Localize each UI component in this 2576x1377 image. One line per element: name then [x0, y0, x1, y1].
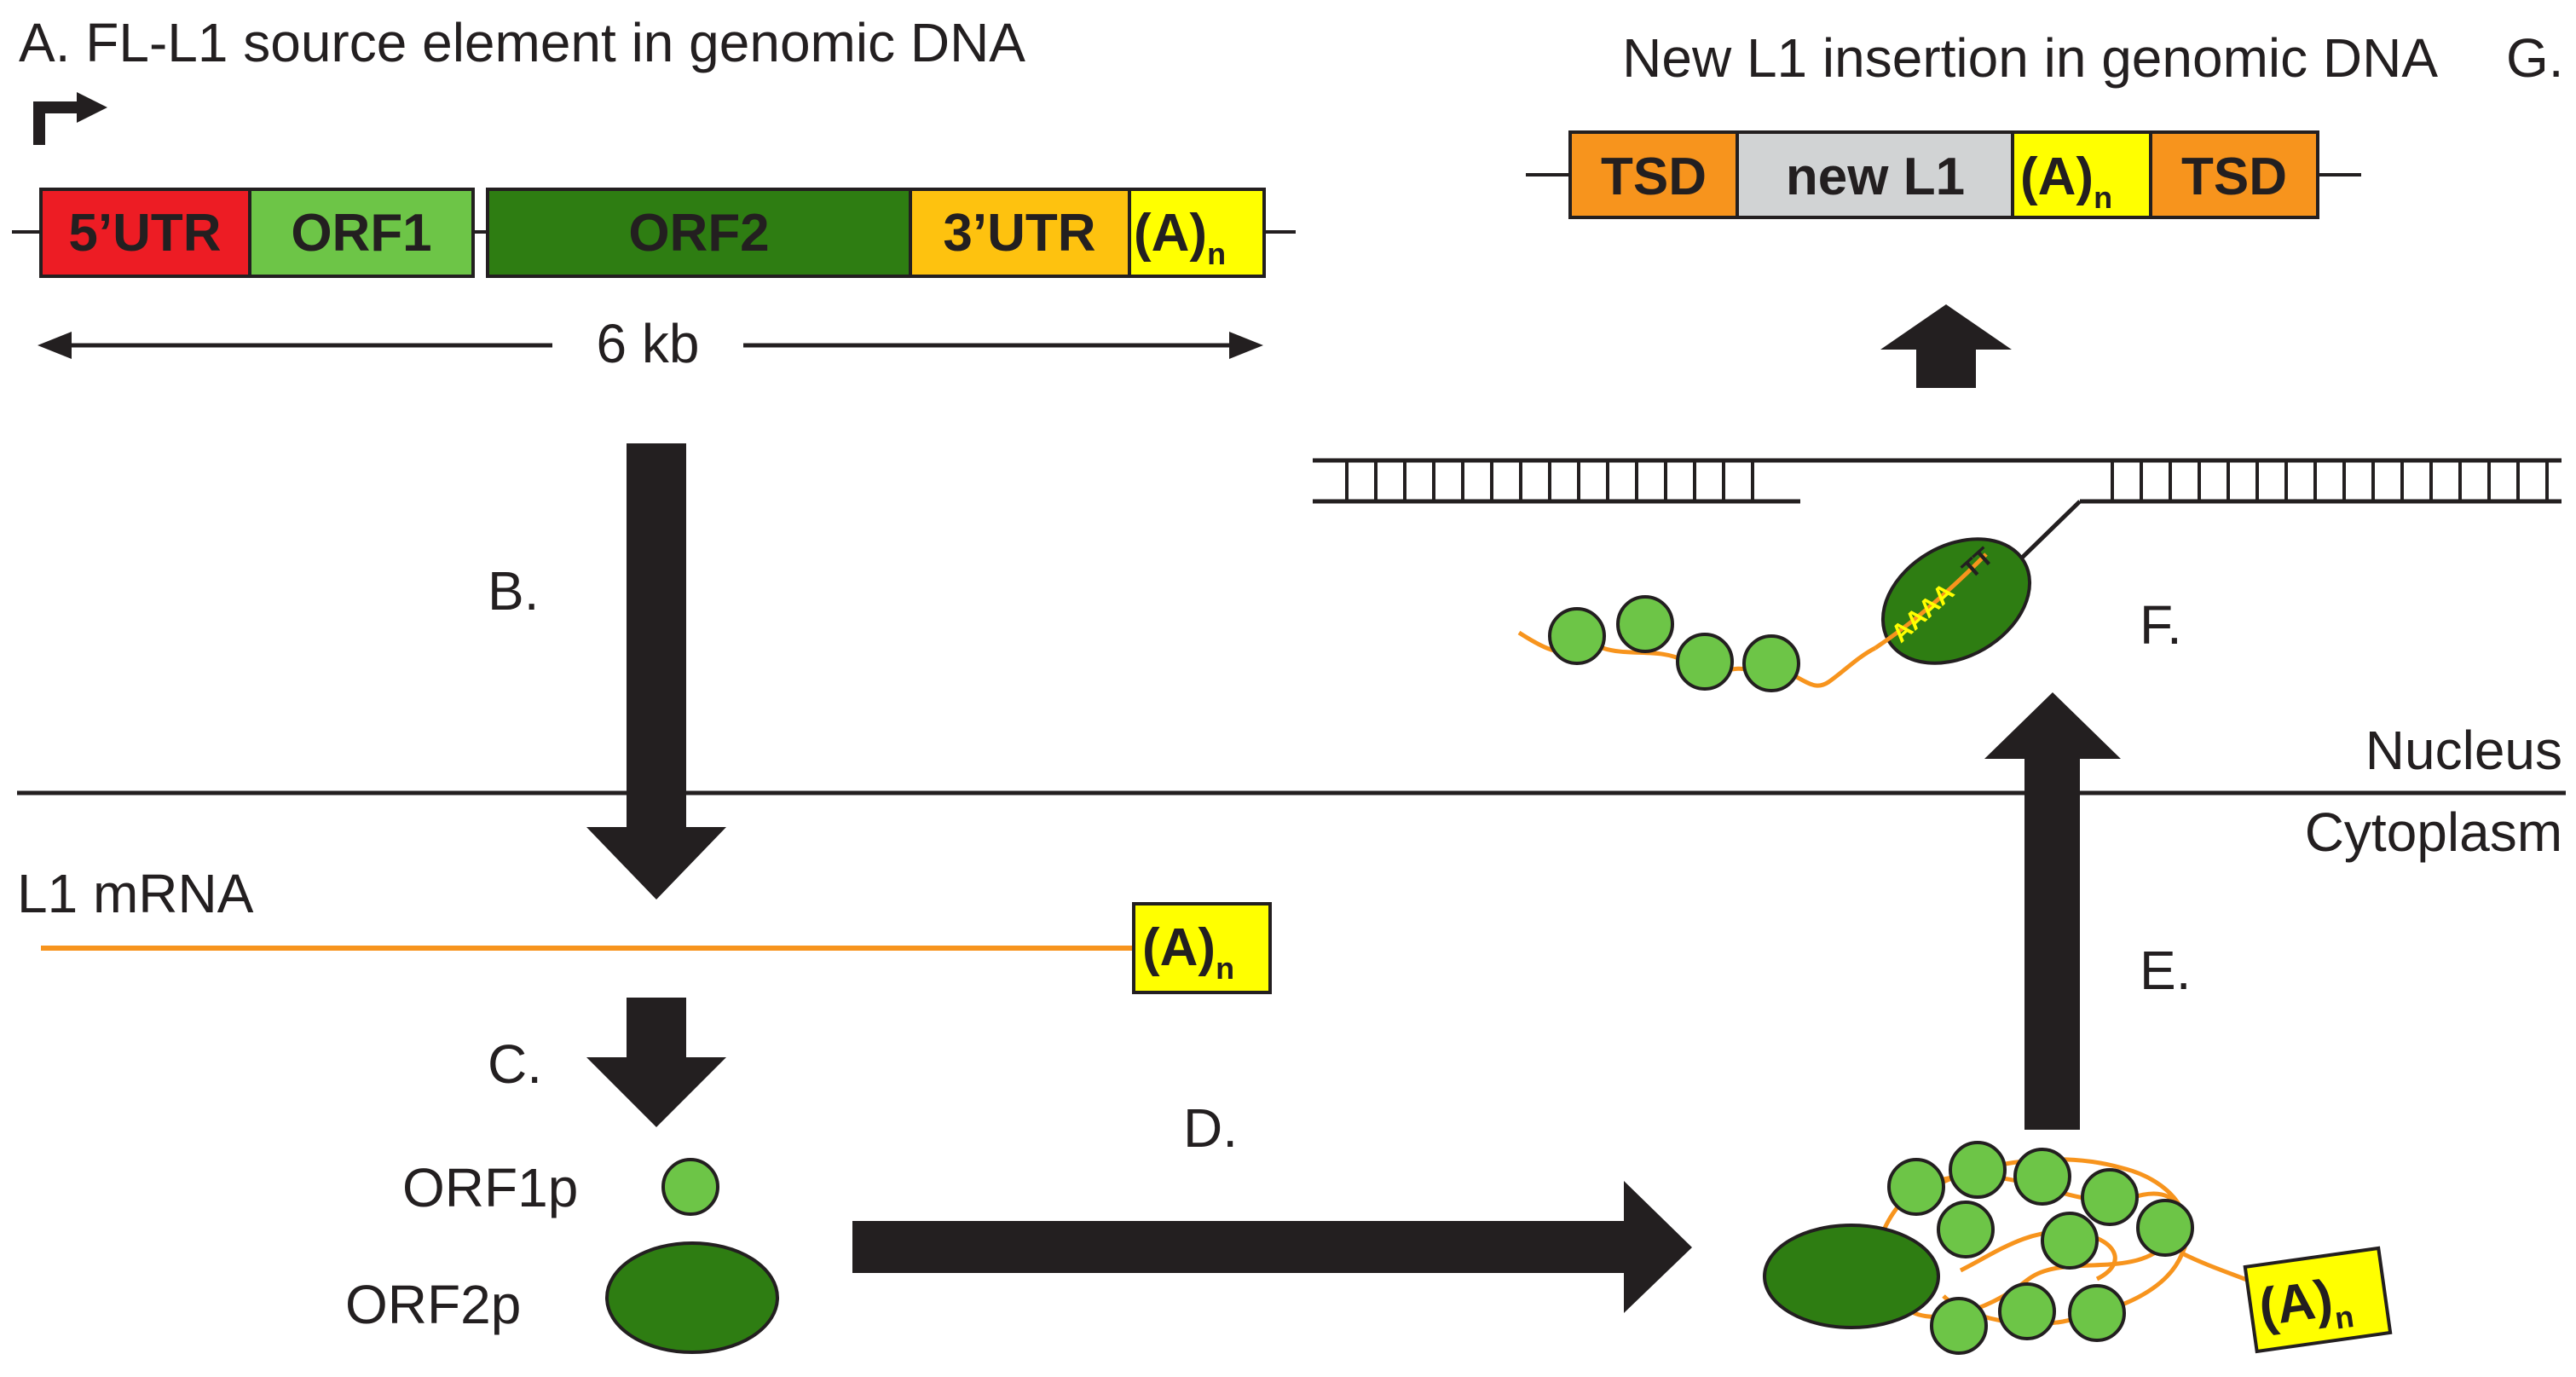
cytoplasm-label: Cytoplasm — [2305, 801, 2562, 863]
rnp-orf1p-icon — [2081, 1168, 2139, 1226]
rnp-orf2p-icon — [1763, 1224, 1940, 1329]
rnp-orf1p-icon — [1930, 1297, 1988, 1355]
transcription-arrow-icon — [586, 443, 726, 900]
segment-5utr-label: 5’UTR — [68, 204, 221, 263]
segment-3utr-label: 3’UTR — [943, 204, 1095, 263]
orf2p-label: ORF2p — [345, 1274, 521, 1335]
mrna-polya-label: (A)n — [1142, 918, 1234, 986]
rnp-orf1p-icon — [2013, 1148, 2071, 1206]
rnp-orf1p-icon — [2068, 1284, 2126, 1342]
tprt-orf1p-icon — [1742, 634, 1800, 692]
segment-orf2 — [486, 188, 912, 278]
segment-orf1-label: ORF1 — [291, 204, 431, 263]
tprt-orf1p-icon — [1616, 595, 1674, 653]
new-insertion-title: New L1 insertion in genomic DNA — [1622, 27, 2438, 89]
l1-rnp-particle: (A)n — [1763, 1141, 2393, 1355]
tprt-complex: AAAA TT — [1517, 537, 2032, 692]
label-e: E. — [2140, 940, 2191, 1001]
rnp-orf1p-icon — [2041, 1212, 2099, 1270]
mrna-label: L1 mRNA — [17, 863, 254, 924]
insertion-tsd-right — [2149, 130, 2319, 219]
nucleus-label: Nucleus — [2365, 720, 2562, 781]
length-label: 6 kb — [597, 313, 700, 374]
rnp-orf1p-icon — [1937, 1201, 1995, 1258]
label-a: A. FL-L1 source element in genomic DNA — [19, 12, 1025, 73]
rnp-polya-tag: (A)n — [2243, 1246, 2393, 1354]
promoter-arrow-icon — [33, 92, 107, 145]
rnp-orf1p-icon — [1998, 1282, 2056, 1340]
target-dna — [1313, 458, 2562, 594]
translation-arrow-icon — [586, 998, 726, 1127]
rnp-assembly-arrow-icon — [852, 1181, 1692, 1313]
mrna-polya-box — [1132, 902, 1272, 994]
insertion-new-l1 — [1736, 130, 2014, 219]
orf1p-icon — [661, 1158, 719, 1216]
orf1p-label: ORF1p — [402, 1157, 578, 1218]
length-marker — [38, 332, 1263, 359]
tprt-orf1p-icon — [1548, 607, 1606, 665]
insertion-tsd-left-label: TSD — [1601, 148, 1707, 206]
rnp-orf1p-icon — [1949, 1141, 2007, 1199]
rnp-orf1p-icon — [2136, 1199, 2194, 1257]
insertion-polya-label: (A)n — [2020, 148, 2112, 215]
insertion-new-l1-label: new L1 — [1786, 148, 1965, 206]
segment-orf1 — [248, 188, 475, 278]
insertion-tsd-right-label: TSD — [2181, 148, 2287, 206]
label-g: G. — [2506, 27, 2564, 89]
rnp-orf1p-icon — [1887, 1158, 1945, 1216]
segment-orf2-label: ORF2 — [628, 204, 769, 263]
integration-arrow-icon — [1880, 304, 2012, 388]
orf2p-icon — [605, 1241, 779, 1354]
insertion-tsd-left — [1568, 130, 1739, 219]
label-d: D. — [1183, 1097, 1238, 1159]
nuclear-import-arrow-icon — [1984, 692, 2121, 1130]
tprt-orf1p-icon — [1676, 633, 1734, 691]
label-c: C. — [488, 1033, 542, 1095]
label-b: B. — [488, 560, 539, 622]
segment-polya — [1128, 188, 1266, 278]
segment-polya-label: (A)n — [1134, 204, 1226, 271]
new-insertion: TSD new L1 (A)n TSD — [1568, 130, 2319, 219]
label-f: F. — [2140, 594, 2182, 656]
source-element: 5’UTR ORF1 ORF2 3’UTR (A)n — [39, 188, 1266, 278]
